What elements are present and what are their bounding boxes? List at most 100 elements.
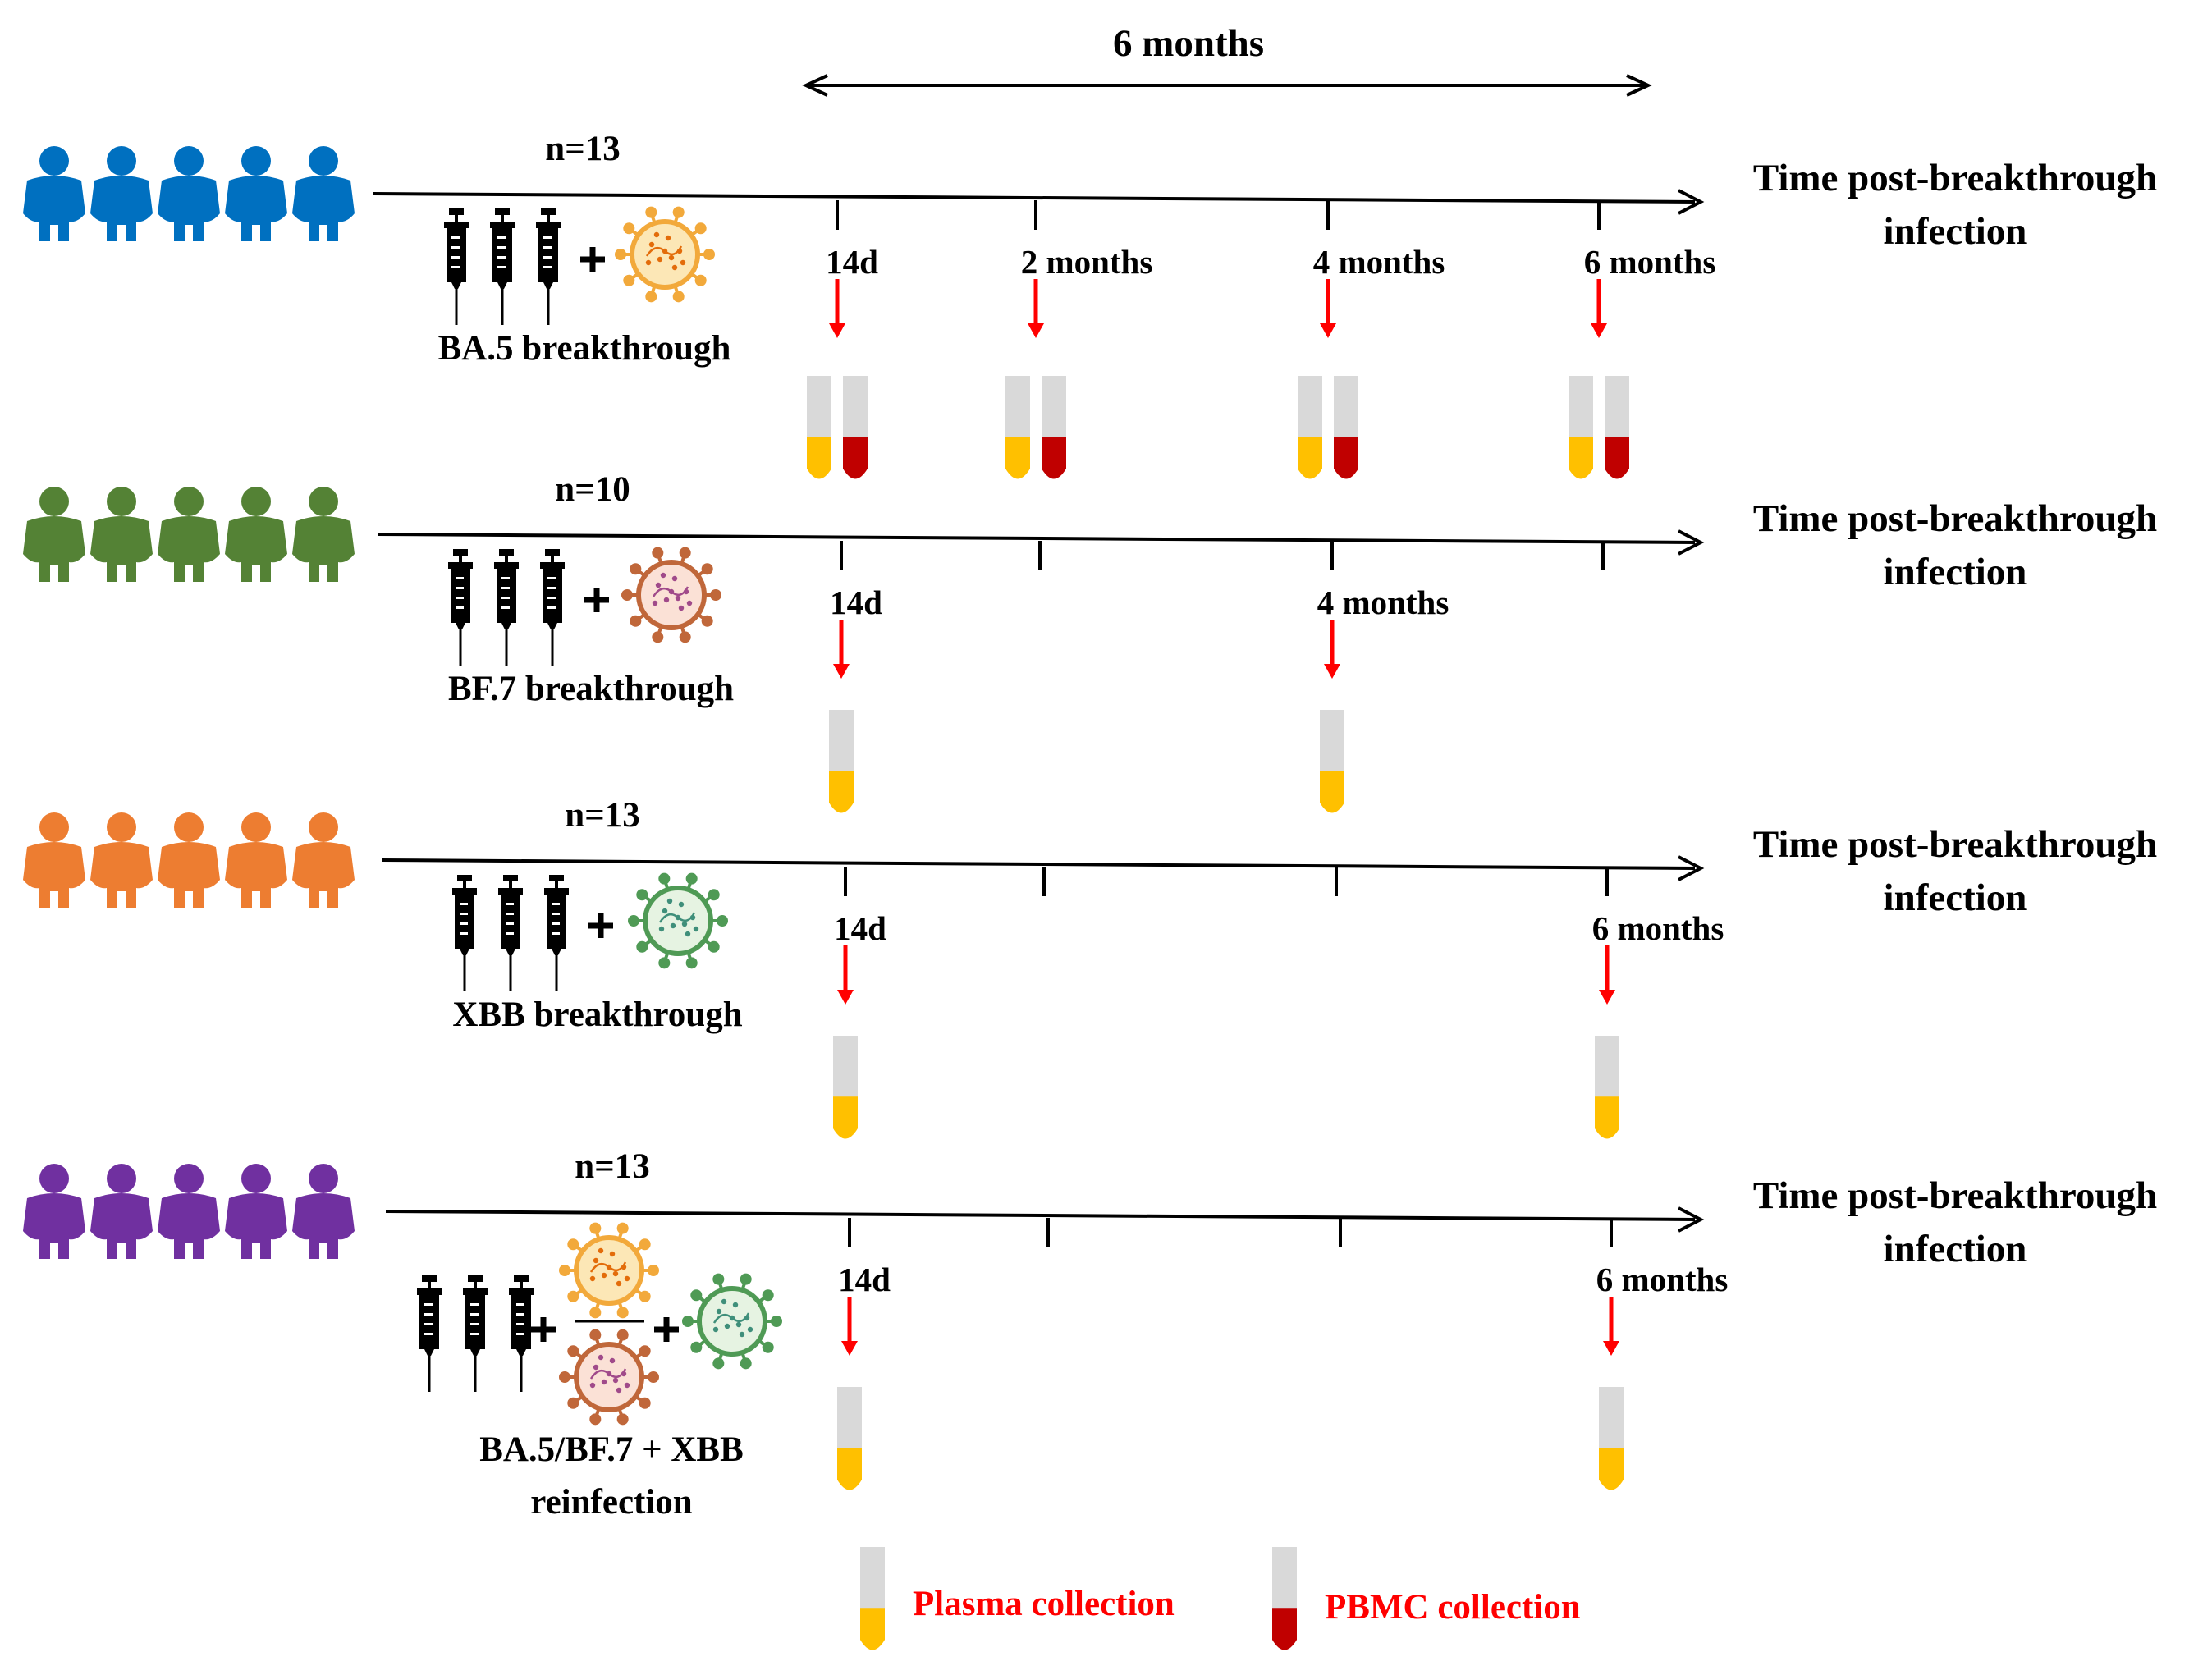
timeline-axis [373,189,1705,230]
participant-group-icon [23,1164,355,1259]
timepoint-label: 14d [830,584,882,621]
person-icon [158,487,220,582]
collection-arrow [1324,620,1340,679]
plasma-tube-icon [1298,376,1322,479]
cohort-caption: BA.5/BF.7 + XBB [479,1430,744,1469]
pbmc-tube-icon [1042,376,1066,479]
timepoint-label: 6 months [1592,909,1724,947]
exposure-history [448,547,721,666]
cohort-caption: BA.5 breakthrough [438,329,731,368]
timepoint-label: 4 months [1317,584,1449,621]
syringe-icon [463,1275,488,1392]
syringe-icon [490,208,515,325]
plasma-tube-icon [807,376,831,479]
pbmc-tube-icon [1334,376,1358,479]
person-icon [90,812,153,908]
vaccine-doses [452,875,569,991]
collection-arrow [1591,279,1607,338]
plus-sign [654,1317,679,1342]
plasma-tube-icon [833,1036,858,1139]
pbmc-tube-icon [843,376,868,479]
person-icon [23,1164,85,1259]
participant-group-icon [23,146,355,241]
sample-size-label: n=13 [545,130,620,168]
axis-title: infection [1884,1228,2027,1270]
timepoint-label: 6 months [1596,1261,1729,1298]
pbmc-tube-icon [1605,376,1629,479]
timepoint-label: 4 months [1313,243,1445,281]
participant-group-icon [23,812,355,908]
exposure-history [452,872,728,991]
collection-arrow [833,620,850,679]
green-virus-icon [682,1273,782,1370]
six-month-span-arrow [802,74,1652,97]
collection-arrow [837,945,854,1005]
cohort-caption: XBB breakthrough [452,995,742,1034]
plasma-legend-swatch [860,1547,885,1650]
collection-arrow [829,279,845,338]
six-month-span-label: 6 months [1113,22,1264,65]
person-icon [225,487,287,582]
exposure-history [444,206,715,325]
plus-sign [580,247,605,272]
axis-title: infection [1884,876,2027,919]
plasma-tube-icon [1595,1036,1619,1139]
person-icon [225,146,287,241]
vaccine-doses [448,549,565,666]
person-icon [225,812,287,908]
person-icon [225,1164,287,1259]
timepoint-label: 6 months [1584,243,1716,281]
plus-sign [588,913,613,938]
person-icon [23,487,85,582]
plasma-tube-icon [837,1387,862,1490]
syringe-icon [448,549,473,666]
syringe-icon [444,208,469,325]
participant-group-icon [23,487,355,582]
orange-virus-icon [615,206,715,303]
person-icon [292,487,355,582]
person-icon [158,812,220,908]
timeline-axis [381,855,1705,896]
axis-title: Time post-breakthrough [1753,497,2157,540]
timepoint-label: 14d [834,909,886,947]
syringe-icon [509,1275,534,1392]
syringe-icon [536,208,561,325]
exposure-history [417,1222,782,1426]
timepoint-label: 14d [838,1261,891,1298]
cohort-caption: BF.7 breakthrough [448,670,734,708]
timeline-axis [385,1206,1705,1247]
person-icon [292,812,355,908]
brown-virus-icon [621,547,721,643]
green-virus-icon [628,872,728,969]
syringe-icon [540,549,565,666]
person-icon [23,812,85,908]
person-icon [292,1164,355,1259]
sample-size-label: n=10 [555,470,630,509]
orange-virus-icon [559,1222,659,1319]
legend-label: PBMC collection [1325,1588,1581,1627]
vaccine-doses [417,1275,534,1392]
axis-title: Time post-breakthrough [1753,823,2157,866]
person-icon [23,146,85,241]
timepoint-label: 14d [826,243,878,281]
person-icon [158,146,220,241]
axis-title: infection [1884,551,2027,593]
plasma-tube-icon [1599,1387,1624,1490]
timepoint-label: 2 months [1021,243,1153,281]
sample-size-label: n=13 [575,1147,649,1186]
person-icon [90,1164,153,1259]
brown-virus-icon [559,1329,659,1426]
plus-sign [531,1317,556,1342]
syringe-icon [417,1275,442,1392]
person-icon [158,1164,220,1259]
cohort-caption: reinfection [530,1483,693,1522]
person-icon [90,487,153,582]
pbmc-legend-swatch [1272,1547,1297,1650]
syringe-icon [498,875,523,991]
